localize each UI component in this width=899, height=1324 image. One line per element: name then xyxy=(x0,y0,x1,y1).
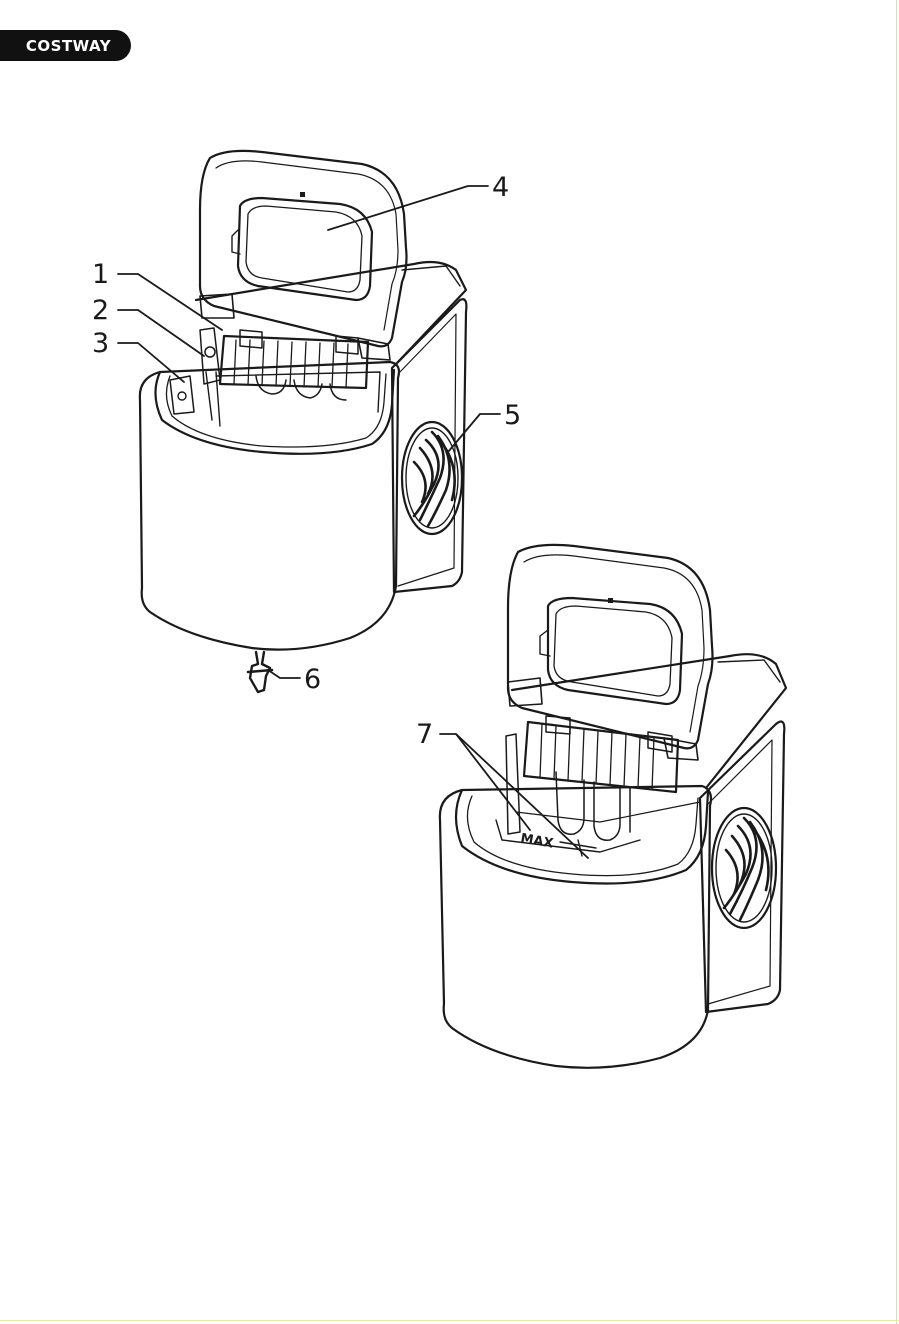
callout-2: 2 xyxy=(92,295,109,326)
top-opening xyxy=(456,790,708,884)
max-marking: MAX xyxy=(519,831,554,852)
ice-maker-figure-2: MAX xyxy=(440,545,786,1068)
callout-3: 3 xyxy=(92,328,109,359)
front-body xyxy=(140,362,399,650)
callout-5: 5 xyxy=(504,400,521,431)
ice-maker-figure-1 xyxy=(140,151,467,692)
lid-window xyxy=(548,598,682,704)
callout-1: 1 xyxy=(92,259,109,290)
front-body xyxy=(440,786,711,1068)
callout-6: 6 xyxy=(304,664,321,695)
drain-plug xyxy=(248,652,272,692)
callout-7: 7 xyxy=(416,719,433,750)
fan-vent xyxy=(712,808,776,928)
fan-vent xyxy=(402,422,462,534)
callout-4: 4 xyxy=(492,172,509,203)
